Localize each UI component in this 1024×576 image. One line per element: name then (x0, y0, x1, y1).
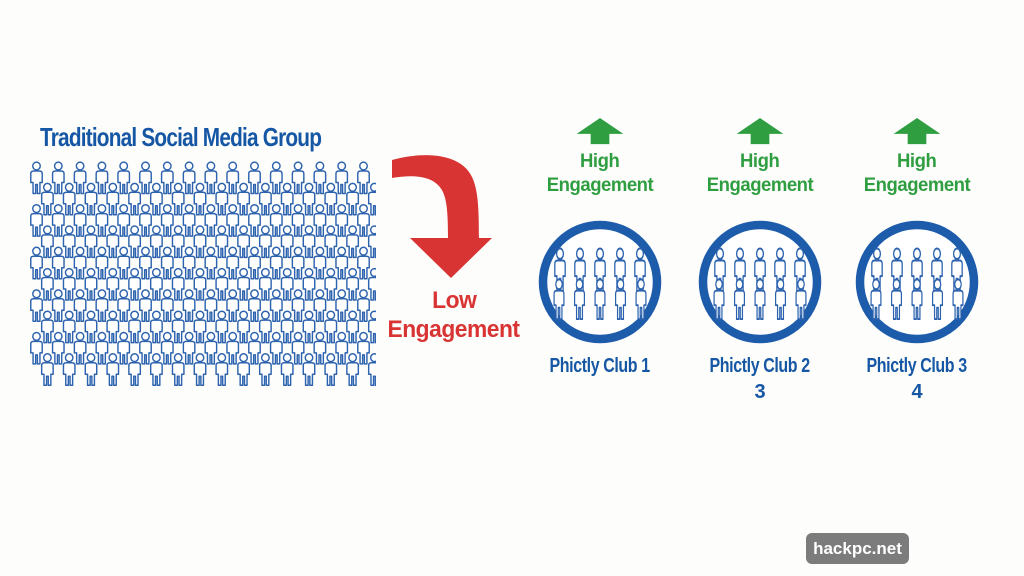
high-engagement-line2: Engagement (546, 174, 654, 196)
club-extra-number: 3 (754, 381, 766, 403)
page-title: Traditional Social Media Group (40, 122, 322, 152)
club-circle-icon (538, 220, 662, 344)
club-name: Phictly Club 1 (549, 355, 651, 377)
high-engagement-line1: High (740, 150, 780, 172)
club-column-2: High Engagement Phictly Club 2 3 (685, 118, 835, 405)
club-column-3: High Engagement Phictly Club 3 4 (842, 118, 992, 405)
high-engagement-line2: Engagement (863, 174, 971, 196)
high-engagement-line2: Engagement (706, 174, 814, 196)
crowd-rows (30, 161, 376, 386)
high-engagement-line1: High (897, 150, 937, 172)
club-extra-number: 4 (911, 381, 923, 403)
low-engagement-line1: Low (431, 287, 477, 314)
up-arrow-icon (893, 118, 941, 145)
club-column-1: High Engagement Phictly Club 1 (525, 118, 675, 380)
crowd-graphic (30, 161, 376, 386)
low-engagement-label: Low Engagement (380, 286, 528, 344)
high-engagement-line1: High (580, 150, 620, 172)
watermark-text: hackpc.net (813, 538, 902, 558)
watermark-badge: hackpc.net (806, 533, 909, 564)
club-name: Phictly Club 3 (866, 355, 968, 377)
down-arrow-icon (392, 155, 492, 278)
up-arrow-icon (736, 118, 784, 145)
up-arrow-icon (576, 118, 624, 145)
club-circle-icon (855, 220, 979, 344)
club-circle-icon (698, 220, 822, 344)
club-name: Phictly Club 2 (709, 355, 811, 377)
low-engagement-line2: Engagement (387, 316, 521, 343)
